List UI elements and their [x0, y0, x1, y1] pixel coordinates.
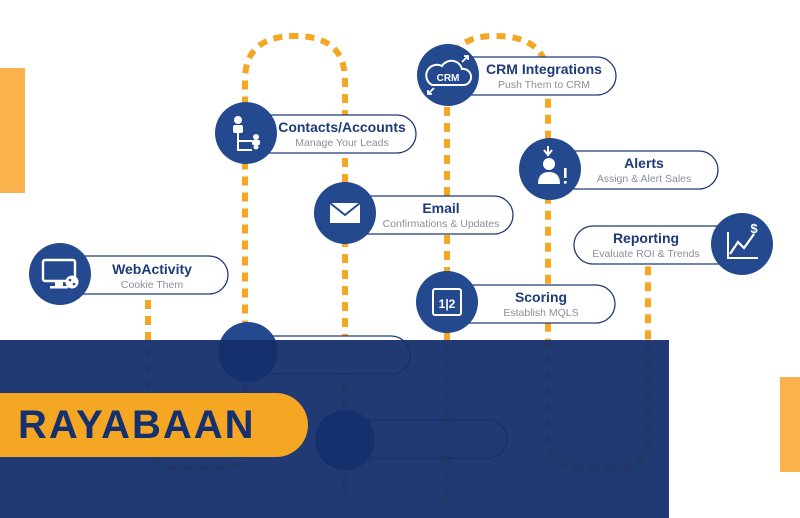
- node-circle: [416, 271, 478, 333]
- right-accent-bar: [780, 377, 800, 472]
- node-alerts: Alerts Assign & Alert Sales: [519, 138, 719, 200]
- scorecard-icon: 1|2: [432, 288, 462, 316]
- crm-cloud-icon: CRM: [425, 55, 473, 95]
- scoring-icon-label: 1|2: [439, 297, 456, 311]
- node-scoring: 1|2 Scoring Establish MQLS: [416, 271, 616, 333]
- node-subtitle: Confirmations & Updates: [383, 218, 500, 230]
- node-email: Email Confirmations & Updates: [314, 182, 514, 244]
- node-subtitle: Evaluate ROI & Trends: [592, 248, 699, 260]
- node-circle: [29, 243, 91, 305]
- node-title: CRM Integrations: [486, 61, 602, 77]
- node-title: WebActivity: [112, 261, 192, 277]
- node-title: Contacts/Accounts: [278, 119, 406, 135]
- node-subtitle: Establish MQLS: [503, 307, 578, 319]
- brand-logo: RAYABAAN: [0, 393, 308, 457]
- user-alert-icon: [538, 146, 567, 184]
- brand-logo-text: RAYABAAN: [18, 402, 256, 447]
- node-subtitle: Push Them to CRM: [498, 79, 590, 91]
- node-title: Scoring: [515, 289, 567, 305]
- org-chart-icon: [233, 116, 260, 151]
- monitor-cookie-icon: [41, 258, 79, 289]
- envelope-icon: [329, 202, 361, 223]
- node-title: Alerts: [624, 155, 664, 171]
- svg-text:$: $: [750, 221, 758, 236]
- node-subtitle: Assign & Alert Sales: [597, 173, 692, 185]
- left-accent-bar: [0, 68, 25, 193]
- node-subtitle: Cookie Them: [121, 279, 184, 291]
- crm-icon-label: CRM: [437, 73, 460, 84]
- node-webactivity: WebActivity Cookie Them: [29, 243, 229, 305]
- node-title: Reporting: [613, 230, 679, 246]
- node-title: Email: [422, 200, 459, 216]
- node-contacts: Contacts/Accounts Manage Your Leads: [215, 102, 417, 164]
- node-circle: [711, 213, 773, 275]
- node-subtitle: Manage Your Leads: [295, 137, 388, 149]
- node-circle: [215, 102, 277, 164]
- flow-path-web-to-contacts: [145, 32, 348, 500]
- node-reporting: $ Reporting Evaluate ROI & Trends: [573, 213, 773, 275]
- node-crm: CRM CRM Integrations Push Them to CRM: [417, 44, 617, 106]
- chart-dollar-icon: $: [727, 221, 758, 259]
